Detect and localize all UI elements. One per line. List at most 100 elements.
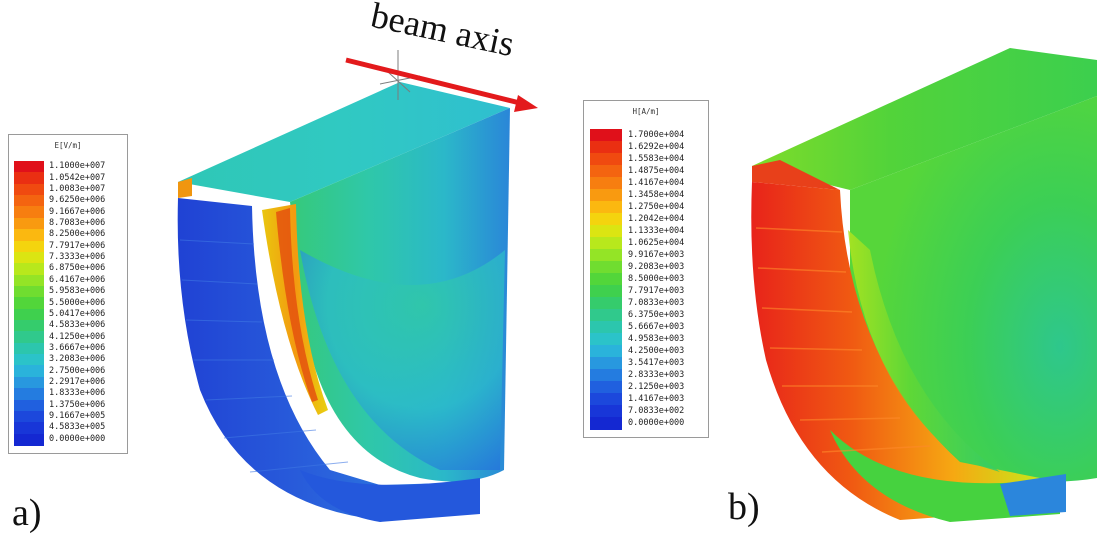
legend-tick-label: 1.2042e+004	[628, 213, 685, 224]
h-model-corner-cap	[752, 160, 840, 190]
legend-color-band	[14, 399, 44, 412]
legend-tick-label: 5.9583e+006	[49, 286, 106, 297]
legend-color-band	[14, 320, 44, 332]
legend-color-band	[14, 433, 44, 446]
legend-tick-label: 6.3750e+003	[628, 309, 685, 320]
legend-tick-label: 8.2500e+006	[49, 229, 106, 240]
legend-tick-label: 7.7917e+006	[49, 240, 106, 251]
legend-color-band	[590, 297, 622, 310]
h-legend-title: H[A/m]	[632, 107, 660, 116]
legend-tick-label: 1.3750e+006	[49, 399, 106, 410]
legend-color-band	[14, 172, 44, 185]
legend-tick-label: 5.5000e+006	[49, 297, 106, 308]
legend-tick-label: 7.3333e+006	[49, 252, 106, 263]
legend-color-band	[14, 422, 44, 435]
legend-tick-label: 8.5000e+003	[628, 273, 685, 284]
legend-tick-label: 5.6667e+003	[628, 321, 685, 332]
legend-tick-label: 3.6667e+006	[49, 342, 106, 353]
h-field-model	[751, 48, 1097, 522]
legend-color-band	[590, 213, 622, 226]
legend-tick-label: 8.7083e+006	[49, 217, 106, 228]
legend-tick-label: 9.1667e+006	[49, 206, 106, 217]
h-model-mesh-lines	[755, 227, 931, 453]
legend-tick-label: 6.8750e+006	[49, 263, 106, 274]
legend-color-band	[590, 393, 622, 406]
e-model-bottom-rim	[300, 470, 480, 522]
legend-tick-label: 9.2083e+003	[628, 261, 685, 272]
legend-color-band	[14, 183, 44, 196]
legend-tick-label: 3.2083e+006	[49, 354, 106, 365]
legend-tick-label: 1.4875e+004	[628, 165, 685, 176]
legend-tick-label: 1.6292e+004	[628, 141, 685, 152]
legend-tick-label: 1.5583e+004	[628, 153, 685, 164]
legend-color-band	[590, 165, 622, 178]
e-model-outer-side	[177, 198, 480, 520]
legend-color-band	[14, 217, 44, 230]
panel-a-label: a)	[12, 492, 42, 534]
legend-tick-label: 1.1000e+007	[49, 161, 106, 172]
legend-color-band	[590, 249, 622, 262]
legend-color-band	[14, 308, 44, 321]
h-model-bottom-rim	[830, 430, 1060, 522]
legend-color-band	[14, 251, 44, 264]
panel-b-label: b)	[728, 486, 760, 528]
legend-color-band	[14, 410, 44, 423]
legend-tick-label: 3.5417e+003	[628, 357, 685, 368]
legend-tick-label: 1.0625e+004	[628, 237, 685, 248]
h-model-outer-side	[751, 182, 1040, 520]
legend-color-band	[590, 333, 622, 346]
e-model-bowl-surface	[300, 250, 505, 470]
legend-tick-label: 0.0000e+000	[49, 433, 106, 444]
legend-color-band	[14, 354, 44, 367]
legend-color-band	[590, 237, 622, 250]
legend-color-band	[14, 206, 44, 219]
h-legend-color-scale	[590, 129, 622, 430]
legend-tick-label: 9.1667e+005	[49, 411, 106, 422]
legend-tick-label: 2.8333e+003	[628, 369, 685, 380]
e-legend-title: E[V/m]	[54, 141, 82, 150]
legend-color-band	[590, 309, 622, 322]
legend-color-band	[14, 240, 44, 253]
legend-tick-label: 1.2750e+004	[628, 201, 685, 212]
e-field-model	[177, 50, 510, 522]
h-model-bowl-surface	[848, 230, 1000, 472]
legend-color-band	[590, 177, 622, 190]
legend-tick-label: 7.7917e+003	[628, 285, 685, 296]
legend-color-band	[590, 153, 622, 166]
legend-tick-label: 9.9167e+003	[628, 249, 685, 260]
e-legend-color-scale	[14, 161, 44, 446]
legend-tick-label: 4.5833e+006	[49, 320, 106, 331]
legend-color-band	[590, 141, 622, 154]
legend-color-band	[590, 285, 622, 298]
legend-color-band	[14, 376, 44, 389]
e-model-top-face	[178, 82, 510, 202]
beam-axis-arrow	[345, 57, 538, 112]
legend-color-band	[590, 357, 622, 370]
legend-color-band	[590, 369, 622, 382]
legend-color-band	[14, 195, 44, 208]
legend-tick-label: 1.0083e+007	[49, 183, 106, 194]
legend-color-band	[14, 331, 44, 344]
e-model-hot-core	[276, 208, 318, 402]
legend-tick-label: 1.4167e+003	[628, 393, 685, 404]
legend-color-band	[14, 342, 44, 355]
legend-color-band	[590, 417, 622, 430]
legend-tick-label: 4.9583e+003	[628, 333, 685, 344]
legend-tick-label: 5.0417e+006	[49, 308, 106, 319]
legend-color-band	[590, 129, 622, 142]
legend-color-band	[590, 345, 622, 358]
legend-tick-label: 1.0542e+007	[49, 172, 106, 183]
legend-tick-label: 2.1250e+003	[628, 381, 685, 392]
legend-tick-label: 0.0000e+000	[628, 417, 685, 428]
legend-color-band	[14, 229, 44, 242]
legend-tick-label: 6.4167e+006	[49, 274, 106, 285]
legend-tick-label: 4.5833e+005	[49, 422, 106, 433]
legend-tick-label: 1.4167e+004	[628, 177, 685, 188]
legend-tick-label: 2.7500e+006	[49, 365, 106, 376]
legend-tick-label: 7.0833e+003	[628, 297, 685, 308]
legend-tick-label: 4.1250e+006	[49, 331, 106, 342]
